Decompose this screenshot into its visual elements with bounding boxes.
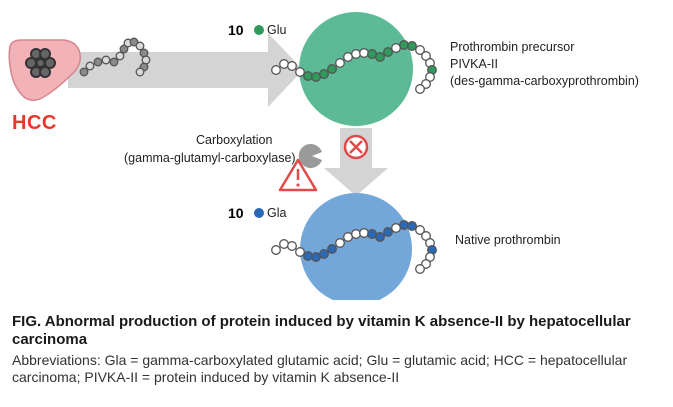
amino-acid-bead [279, 59, 289, 69]
amino-acid-bead [129, 37, 139, 47]
amino-acid-bead [271, 65, 281, 75]
amino-acid-bead [343, 52, 353, 62]
amino-acid-bead [367, 49, 377, 59]
amino-acid-bead [295, 247, 305, 257]
precursor-circle [299, 12, 413, 126]
diagram [8, 12, 437, 300]
amino-acid-bead [303, 71, 313, 81]
production-arrow [68, 33, 303, 107]
amino-acid-bead [399, 40, 409, 50]
amino-acid-bead [351, 229, 361, 239]
amino-acid-bead [375, 52, 385, 62]
carboxylation-label-line2: (gamma-glutamyl-carboxylase) [124, 151, 296, 165]
amino-acid-bead [295, 67, 305, 77]
amino-acid-bead [383, 227, 393, 237]
precursor-label-line1: Prothrombin precursor [450, 40, 575, 54]
caption-abbreviations: Abbreviations: Gla = gamma-carboxylated … [12, 352, 628, 385]
amino-acid-bead [287, 241, 297, 251]
amino-acid-bead [85, 61, 95, 71]
amino-acid-bead [311, 72, 321, 82]
amino-acid-bead [319, 69, 329, 79]
amino-acid-bead [119, 44, 129, 54]
amino-acid-bead [399, 220, 409, 230]
native-circle [300, 193, 412, 300]
amino-acid-bead [351, 49, 361, 59]
gla-legend-dot [254, 208, 264, 218]
amino-acid-bead [391, 223, 401, 233]
amino-acid-bead [303, 251, 313, 261]
amino-acid-bead [109, 57, 119, 67]
amino-acid-bead [359, 228, 369, 238]
amino-acid-bead [101, 55, 111, 65]
glu-legend-dot [254, 25, 264, 35]
amino-acid-bead [367, 229, 377, 239]
amino-acid-bead [415, 84, 425, 94]
amino-acid-bead [391, 43, 401, 53]
enzyme-icon [298, 144, 322, 168]
hcc-label: HCC [12, 112, 57, 134]
amino-acid-bead [343, 232, 353, 242]
amino-acid-bead [327, 244, 337, 254]
amino-acid-bead [319, 249, 329, 259]
amino-acid-bead [415, 225, 425, 235]
amino-acid-bead [375, 232, 385, 242]
native-label: Native prothrombin [455, 233, 561, 247]
peptide-chain-precursor [271, 40, 437, 94]
amino-acid-bead [311, 252, 321, 262]
peptide-chain-liver [79, 37, 151, 77]
peptide-chain-native [271, 220, 437, 274]
precursor-label-line2: PIVKA-II [450, 57, 498, 71]
blocked-icon [343, 134, 369, 160]
amino-acid-bead [271, 245, 281, 255]
amino-acid-bead [415, 264, 425, 274]
amino-acid-bead [327, 64, 337, 74]
caption-title: FIG. Abnormal production of protein indu… [12, 313, 631, 348]
amino-acid-bead [415, 45, 425, 55]
figure-caption: FIG. Abnormal production of protein indu… [12, 313, 662, 386]
amino-acid-bead [79, 67, 89, 77]
warning-icon [278, 158, 318, 192]
gla-label: Gla [267, 206, 287, 220]
amino-acid-bead [335, 238, 345, 248]
amino-acid-bead [407, 41, 417, 51]
amino-acid-bead [135, 41, 145, 51]
precursor-label-line3: (des-gamma-carboxyprothrombin) [450, 74, 639, 88]
amino-acid-bead [335, 58, 345, 68]
glu-label: Glu [267, 23, 287, 37]
amino-acid-bead [279, 239, 289, 249]
amino-acid-bead [93, 57, 103, 67]
amino-acid-bead [383, 47, 393, 57]
amino-acid-bead [407, 221, 417, 231]
amino-acid-bead [115, 51, 125, 61]
amino-acid-bead [287, 61, 297, 71]
amino-acid-bead [359, 48, 369, 58]
carboxylation-label-line1: Carboxylation [196, 133, 273, 147]
tumor-icon [25, 48, 56, 78]
amino-acid-bead [135, 67, 145, 77]
gla-count: 10 [228, 205, 244, 221]
glu-count: 10 [228, 22, 244, 38]
carboxylation-arrow [324, 128, 388, 196]
